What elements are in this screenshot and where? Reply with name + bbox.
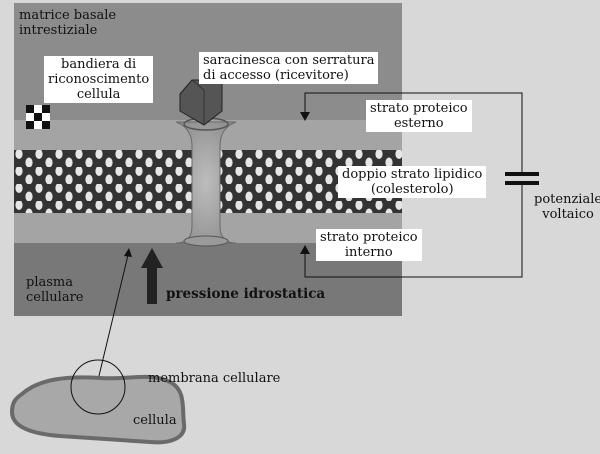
label-doppio-strato: doppio strato lipidico(colesterolo) <box>338 166 487 198</box>
cell-blob <box>9 374 187 445</box>
zoom-pointer-line <box>97 254 129 381</box>
capacitor-plate-top <box>505 172 539 176</box>
label-cellula: cellula <box>133 413 177 428</box>
circuit-wire-bottom <box>304 184 523 278</box>
zoom-circle <box>70 359 126 415</box>
lipid-bilayer-left <box>14 150 192 213</box>
label-membrana: membrana cellulare <box>148 371 281 386</box>
ion-channel <box>175 121 237 244</box>
capacitor-plate-bottom <box>505 181 539 185</box>
recognition-flag-icon <box>26 105 50 129</box>
channel-bottom-ring <box>183 235 229 247</box>
circuit-wire-top <box>304 92 523 175</box>
pressure-arrow-icon <box>141 248 163 304</box>
label-pressione: pressione idrostatica <box>166 286 326 302</box>
